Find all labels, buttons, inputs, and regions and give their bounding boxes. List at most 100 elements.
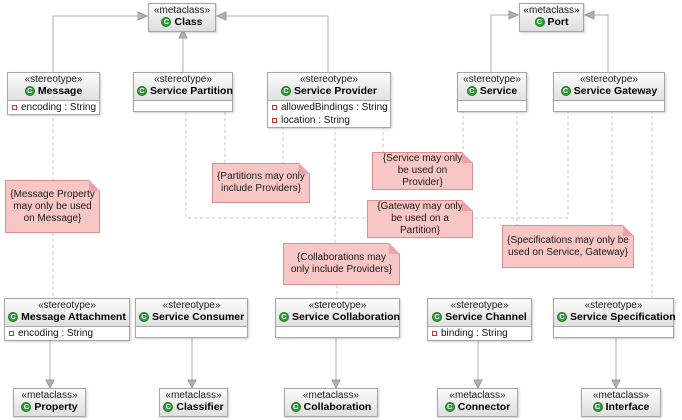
metaclass-name: Class bbox=[174, 16, 203, 28]
arrowhead-icon bbox=[187, 379, 197, 390]
stereotype-name: Message bbox=[37, 85, 83, 97]
attribute-row: encoding : String bbox=[5, 327, 129, 340]
note-collaborations: {Collaborations may only include Provide… bbox=[283, 243, 400, 285]
stereotype-keyword: «stereotype» bbox=[463, 74, 521, 85]
class-icon: C bbox=[24, 86, 35, 96]
note-text: {Message Property may only be used on Me… bbox=[10, 188, 95, 224]
note-text: {Service may only be used on Provider} bbox=[382, 153, 463, 188]
stereotype-keyword: «stereotype» bbox=[162, 300, 221, 311]
empty-compartment bbox=[136, 326, 247, 337]
metaclass-keyword: «metaclass» bbox=[523, 5, 580, 16]
extension-edges bbox=[49, 14, 617, 381]
class-icon: C bbox=[466, 86, 477, 96]
edge-message-to-class bbox=[52, 15, 138, 74]
attribute-row: encoding : String bbox=[8, 101, 99, 114]
metaclass-keyword: «metaclass» bbox=[21, 390, 78, 401]
attribute-label: allowedBindings : String bbox=[281, 102, 388, 113]
empty-compartment bbox=[554, 100, 664, 111]
edge-service-to-port bbox=[490, 14, 509, 72]
metaclass-name: Connector bbox=[457, 401, 511, 413]
class-icon: C bbox=[290, 402, 301, 412]
stereotype-name: Service Provider bbox=[294, 85, 377, 97]
note-service: {Service may only be used on Provider} bbox=[372, 152, 473, 190]
empty-compartment bbox=[554, 326, 673, 337]
arrowhead-icon bbox=[508, 10, 520, 20]
stereotype-keyword: «stereotype» bbox=[24, 74, 83, 85]
stereotype-name: Service bbox=[479, 85, 518, 97]
attribute-label: encoding : String bbox=[21, 102, 97, 113]
note-gateway: {Gateway may only be used on a Partition… bbox=[367, 200, 473, 238]
empty-compartment bbox=[134, 100, 232, 111]
attribute-row: binding : String bbox=[428, 327, 531, 340]
class-icon: C bbox=[163, 402, 174, 412]
property-icon bbox=[432, 331, 437, 336]
note-text: {Gateway may only be used on a Partition… bbox=[377, 201, 463, 236]
note-message-property: {Message Property may only be used on Me… bbox=[5, 180, 100, 233]
stereotype-keyword: «stereotype» bbox=[584, 300, 643, 311]
arrowhead-icon bbox=[45, 379, 55, 390]
metaclass-keyword: «metaclass» bbox=[302, 390, 360, 401]
arrowhead-icon bbox=[583, 10, 595, 20]
arrowhead-icon bbox=[178, 28, 188, 39]
metaclass-keyword: «metaclass» bbox=[592, 390, 650, 401]
metaclass-keyword: «metaclass» bbox=[153, 5, 211, 16]
note-text: {Partitions may only include Providers} bbox=[217, 171, 305, 194]
attribute-row: location : String bbox=[268, 114, 390, 127]
metaclass-name: Collaboration bbox=[303, 401, 372, 413]
class-icon: C bbox=[432, 312, 443, 322]
arrowhead-icon bbox=[611, 379, 621, 390]
class-icon: C bbox=[444, 402, 455, 412]
class-icon: C bbox=[534, 17, 545, 27]
stereotype-keyword: «stereotype» bbox=[154, 74, 212, 85]
property-icon bbox=[272, 105, 277, 110]
class-icon: C bbox=[139, 312, 149, 322]
class-icon: C bbox=[8, 312, 19, 322]
empty-compartment bbox=[276, 326, 399, 337]
stereotype-keyword: «stereotype» bbox=[580, 74, 638, 85]
stereotype-keyword: «stereotype» bbox=[308, 300, 367, 311]
class-icon: C bbox=[137, 86, 147, 96]
property-icon bbox=[12, 105, 17, 110]
stereotype-name: Service Partition bbox=[150, 85, 233, 97]
class-icon: C bbox=[161, 17, 172, 27]
class-icon: C bbox=[21, 402, 32, 412]
stereotype-keyword: «stereotype» bbox=[300, 74, 358, 85]
stereotype-keyword: «stereotype» bbox=[450, 300, 509, 311]
class-icon: C bbox=[560, 86, 571, 96]
stereotype-name: Service Specification bbox=[570, 311, 676, 323]
attach-gateway-gateway-note bbox=[473, 110, 569, 219]
class-icon: C bbox=[281, 86, 292, 96]
metaclass-name: Property bbox=[34, 401, 78, 413]
metaclass-keyword: «metaclass» bbox=[165, 390, 222, 401]
arrowhead-icon bbox=[215, 11, 227, 21]
stereotype-name: Message Attachment bbox=[21, 311, 126, 323]
note-specifications: {Specifications may only be used on Serv… bbox=[502, 225, 634, 268]
note-attachment-edges bbox=[52, 110, 653, 298]
metaclass-name: Classifier bbox=[176, 401, 224, 413]
attribute-label: binding : String bbox=[441, 328, 508, 339]
stereotype-name: Service Channel bbox=[445, 311, 527, 323]
attribute-label: location : String bbox=[281, 115, 350, 126]
metaclass-name: Interface bbox=[605, 401, 650, 413]
attribute-row: allowedBindings : String bbox=[268, 101, 390, 114]
arrowhead-icon bbox=[473, 379, 483, 390]
stereotype-keyword: «stereotype» bbox=[38, 300, 96, 311]
